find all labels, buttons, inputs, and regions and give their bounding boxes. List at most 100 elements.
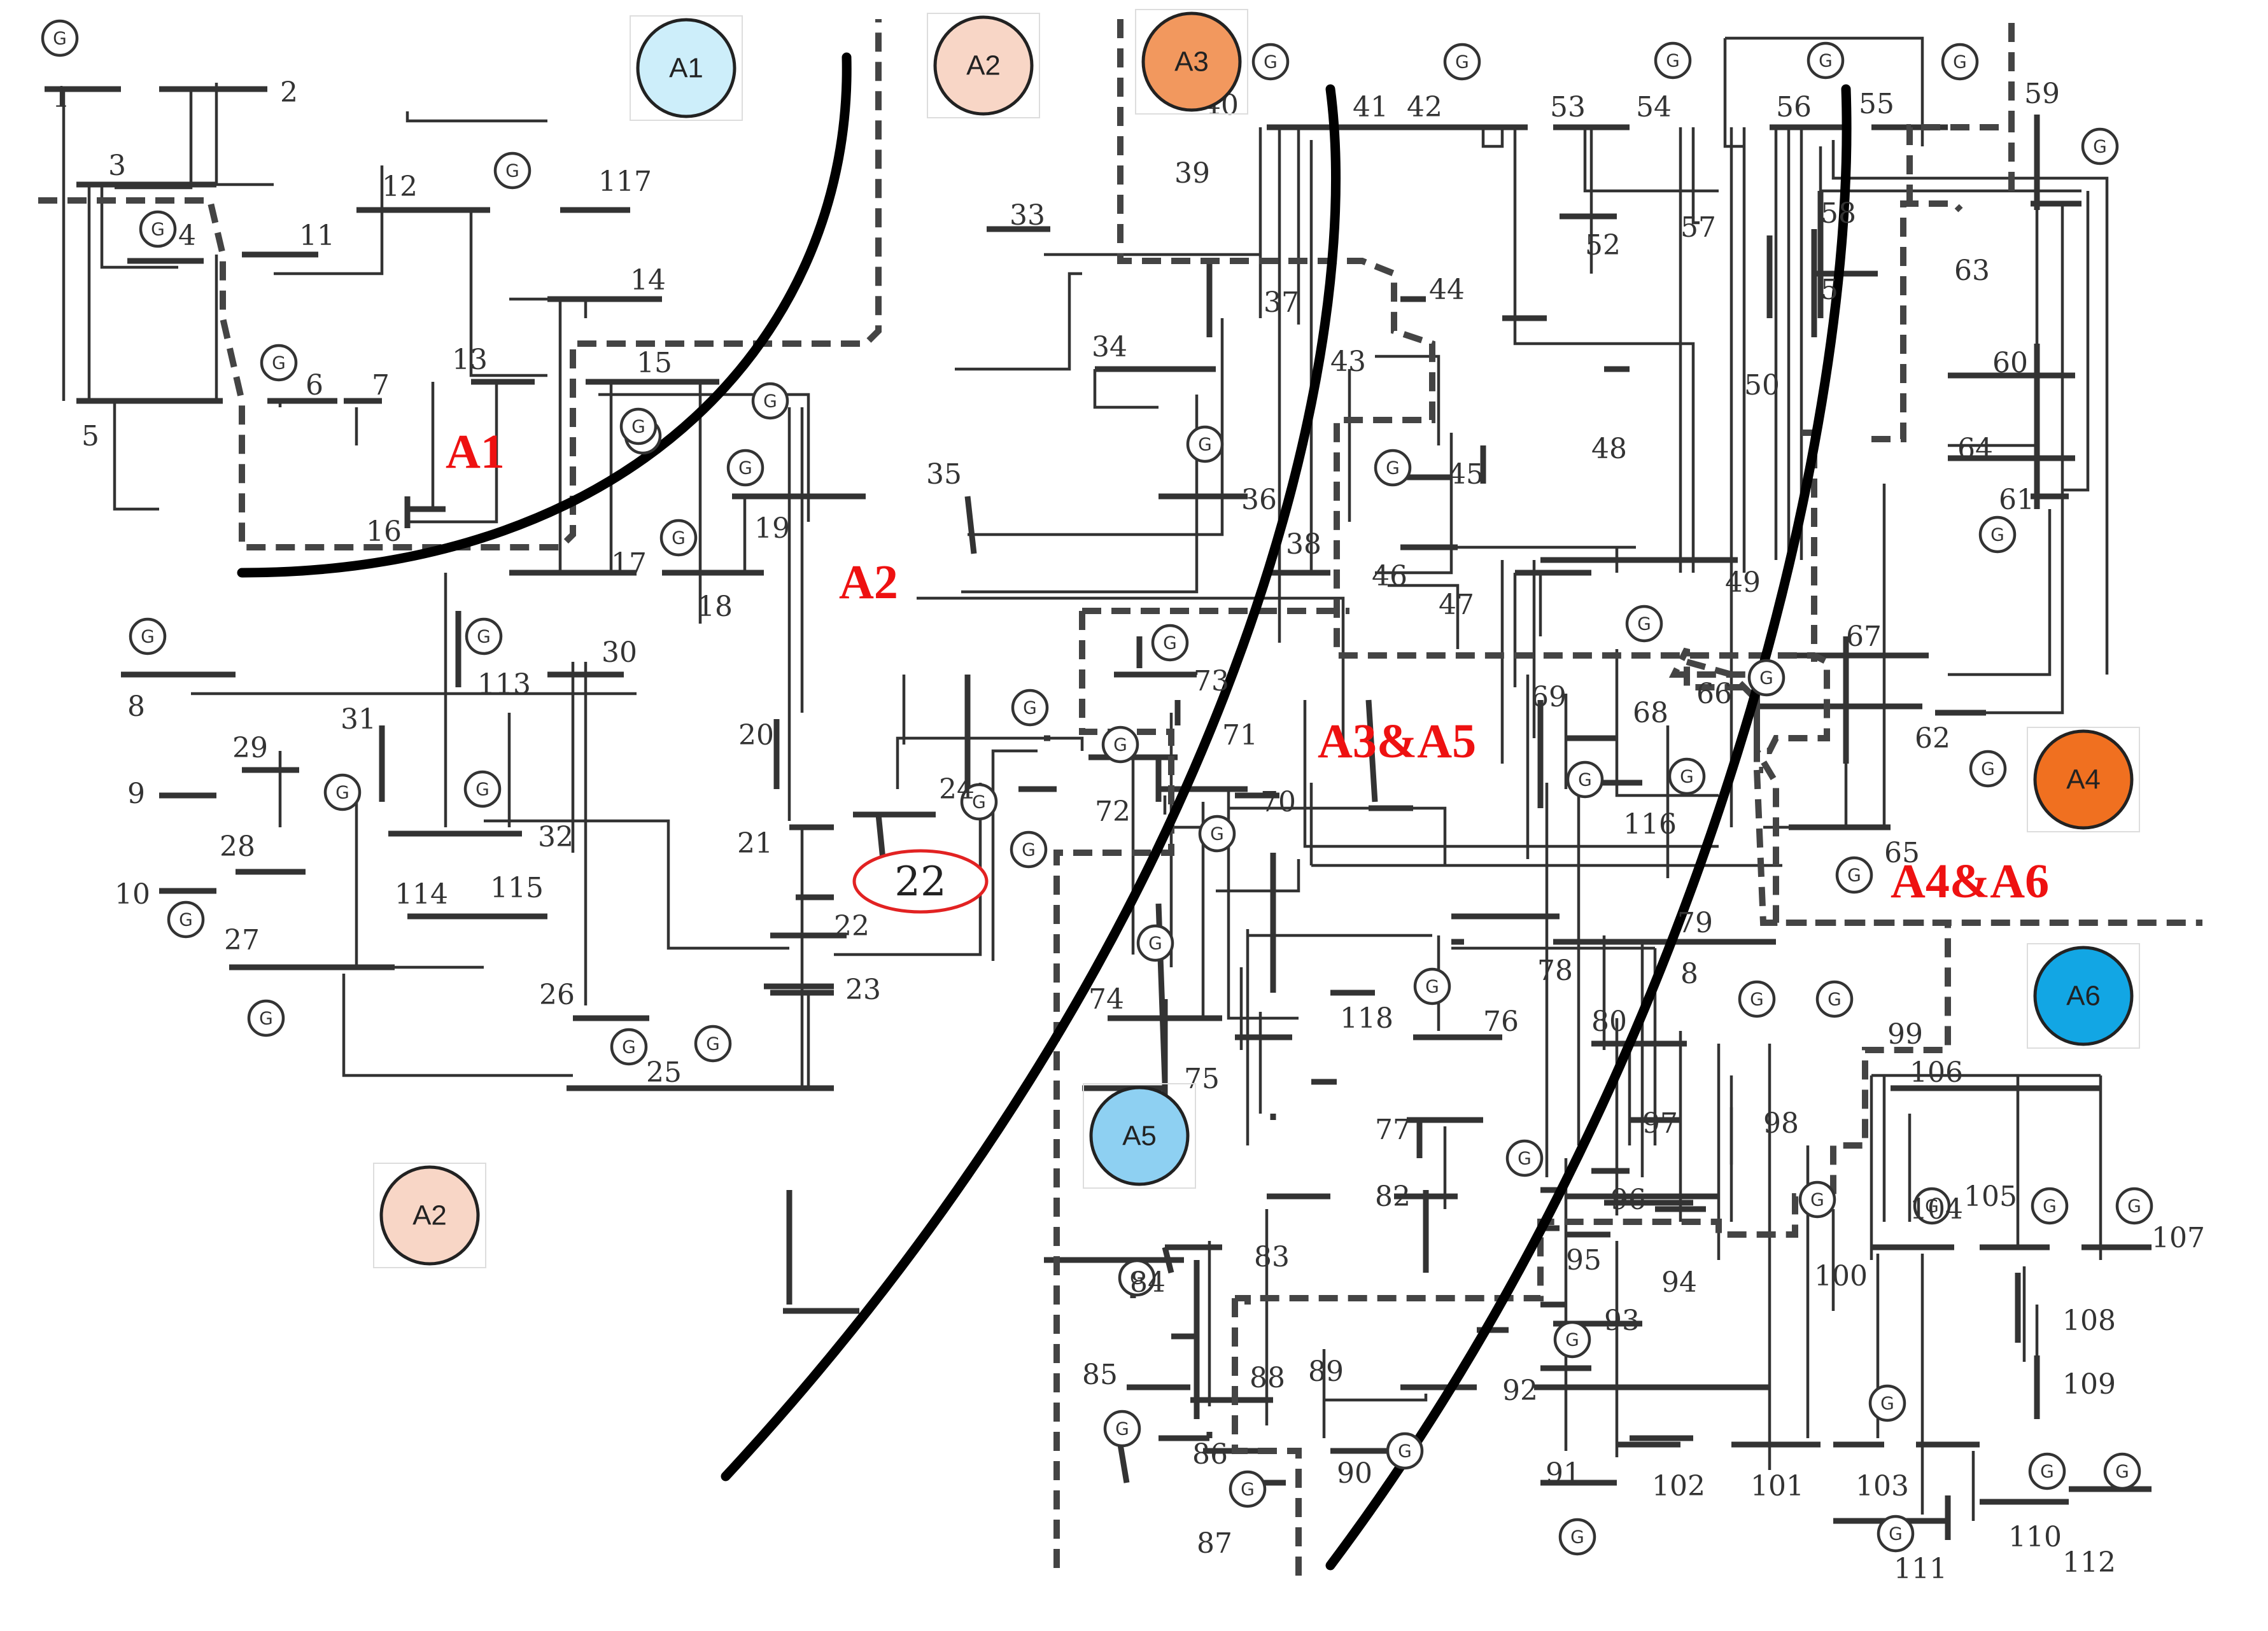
bus-label: 6: [306, 369, 323, 402]
generator-icon: G: [1413, 967, 1451, 1005]
bus-label: 109: [2062, 1368, 2116, 1401]
bus-label: 78: [1537, 955, 1573, 987]
bus-label: 63: [1954, 255, 1990, 287]
svg-text:A3: A3: [1174, 46, 1209, 78]
svg-text:G: G: [1398, 1441, 1412, 1462]
generator-icon: G: [129, 617, 167, 655]
generator-icon: G: [1558, 1518, 1596, 1556]
bus-label: 80: [1591, 1005, 1627, 1038]
svg-text:G: G: [1198, 434, 1212, 455]
bus-label: 44: [1429, 274, 1465, 306]
generator-icon: G: [2028, 1452, 2066, 1490]
bus-label: 54: [1636, 91, 1672, 123]
bus-label: 91: [1546, 1457, 1581, 1490]
generator-icon: G: [1136, 924, 1174, 962]
bus-label: 104: [1910, 1193, 1963, 1226]
zone-label-a4a6: A4&A6: [1891, 855, 2049, 908]
svg-text:G: G: [1819, 50, 1833, 71]
generator-icon: G: [1868, 1384, 1906, 1422]
bus-label: 116: [1623, 808, 1677, 841]
bus-label: 117: [598, 165, 652, 198]
area-badge-a6: A6: [2027, 943, 2140, 1049]
bus-label: 88: [1250, 1362, 1285, 1394]
generator-icon: G: [694, 1025, 732, 1063]
bus-label: 115: [490, 872, 544, 904]
bus-label: 110: [2008, 1521, 2062, 1553]
generator-icon: G: [2115, 1187, 2153, 1225]
bus-label: 43: [1330, 346, 1366, 378]
bus-label: 105: [1964, 1180, 2017, 1213]
bus-label: 58: [1821, 197, 1856, 230]
bus-label: 101: [1750, 1470, 1804, 1502]
svg-text:G: G: [672, 528, 686, 549]
bus-label: 17: [611, 547, 647, 580]
generator-icon: G: [726, 449, 764, 487]
bus-label: 15: [637, 347, 672, 379]
svg-text:G: G: [1386, 458, 1400, 479]
bus-label: 94: [1661, 1266, 1697, 1299]
svg-text:G: G: [2093, 136, 2107, 157]
bus-label: 24: [939, 773, 975, 806]
bus-label: 50: [1744, 369, 1780, 402]
svg-text:G: G: [1241, 1479, 1255, 1500]
bus-label: 113: [477, 668, 531, 701]
bus-label: 29: [232, 732, 268, 764]
bus-label: 62: [1915, 722, 1950, 755]
bus-label: 61: [1999, 484, 2034, 516]
generator-icon: G: [1978, 515, 2017, 554]
bus-label: 103: [1856, 1470, 1909, 1502]
bus-label: 60: [1992, 347, 2028, 379]
svg-text:G: G: [505, 160, 519, 181]
bus-label: 47: [1439, 589, 1474, 621]
svg-text:A2: A2: [966, 50, 1001, 81]
generator-icon: G: [1443, 43, 1481, 81]
bus-label: 118: [1340, 1002, 1393, 1035]
svg-text:G: G: [1828, 989, 1842, 1010]
partition-cut-curves: [237, 52, 1852, 1571]
generator-icon: G: [167, 900, 205, 939]
bus-label: 100: [1814, 1260, 1868, 1292]
bus-label: 83: [1254, 1241, 1290, 1273]
bus-label: 35: [926, 458, 962, 491]
generator-icon: G: [1386, 1432, 1424, 1470]
svg-text:G: G: [475, 779, 490, 800]
bus-label: 93: [1604, 1305, 1640, 1337]
svg-text:G: G: [1148, 933, 1162, 954]
svg-text:G: G: [1210, 823, 1224, 844]
bus-label: 36: [1241, 484, 1277, 516]
bus-label: 72: [1095, 795, 1130, 828]
bus-label: 86: [1192, 1438, 1228, 1471]
bus-label: 82: [1375, 1180, 1411, 1213]
svg-text:G: G: [1981, 759, 1995, 780]
svg-text:G: G: [2127, 1196, 2141, 1217]
svg-text:G: G: [1130, 1268, 1144, 1289]
generator-icon: G: [2103, 1452, 2141, 1490]
transmission-lines: [62, 36, 2109, 1521]
bus-label: 19: [754, 512, 790, 545]
bus-label: 66: [1696, 678, 1732, 710]
bus-label: 79: [1677, 907, 1713, 939]
svg-text:G: G: [1570, 1527, 1584, 1548]
svg-text:A2: A2: [412, 1200, 447, 1231]
bus-label: 25: [646, 1056, 682, 1089]
generator-icon: G: [1505, 1139, 1544, 1177]
svg-text:G: G: [1953, 52, 1967, 73]
svg-text:G: G: [1925, 1196, 1939, 1217]
svg-text:G: G: [972, 792, 986, 813]
bus-label: 75: [1184, 1063, 1220, 1095]
svg-text:G: G: [738, 458, 752, 479]
svg-text:G: G: [622, 1037, 636, 1058]
bus-label: 114: [395, 878, 448, 911]
svg-text:A5: A5: [1122, 1121, 1157, 1152]
svg-text:G: G: [53, 28, 67, 49]
bus-label: 8: [127, 690, 145, 723]
svg-text:G: G: [259, 1008, 273, 1029]
svg-text:G: G: [2043, 1196, 2057, 1217]
bus-label: 77: [1375, 1114, 1411, 1146]
svg-text:G: G: [631, 416, 645, 437]
generator-icon: G: [1835, 856, 1873, 894]
svg-text:G: G: [2040, 1461, 2054, 1482]
